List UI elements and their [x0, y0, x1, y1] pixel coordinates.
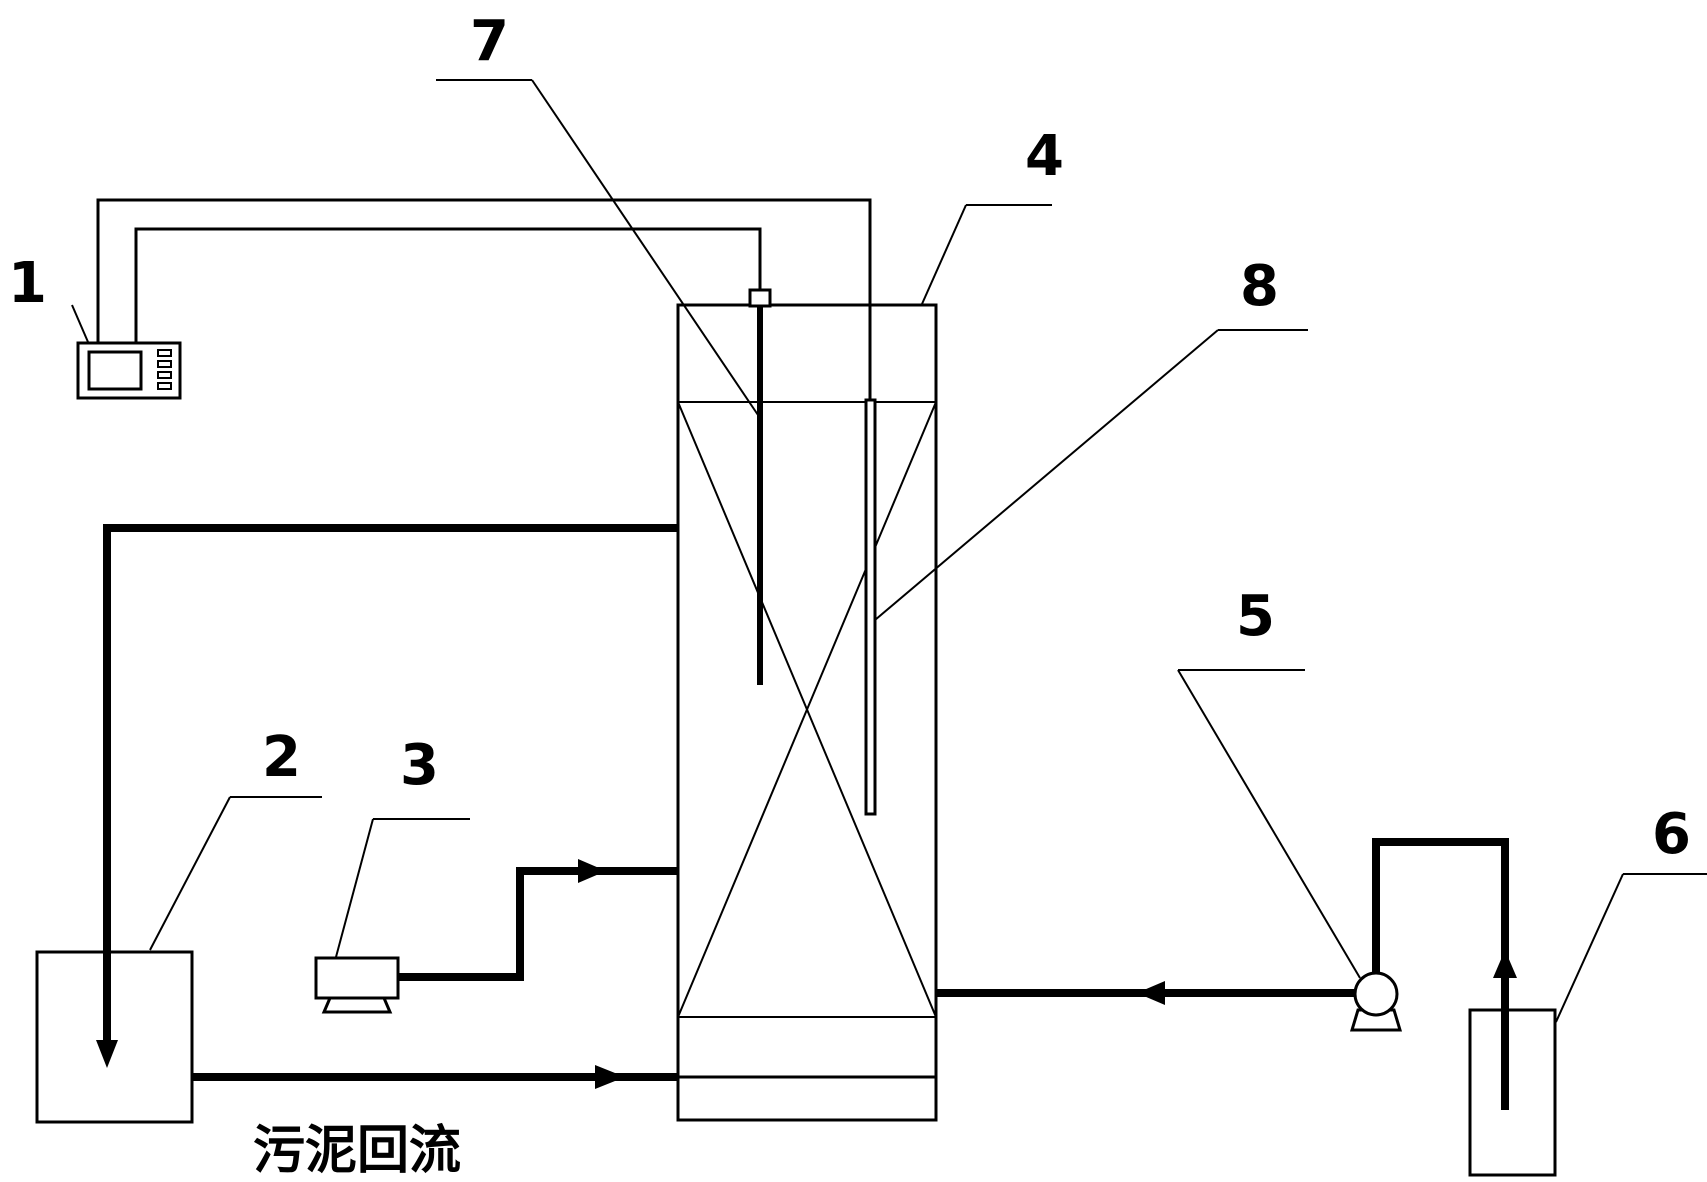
label-5: 5	[1236, 584, 1275, 649]
label-3: 3	[400, 733, 439, 798]
arrow-right-return	[595, 1065, 625, 1089]
label-1: 1	[8, 251, 47, 316]
label-2: 2	[262, 725, 301, 790]
flow-arrows	[96, 859, 1517, 1089]
label-7: 7	[470, 9, 509, 74]
feed-pump	[1349, 971, 1403, 1032]
controller-unit	[76, 341, 182, 400]
arrow-down	[96, 1040, 118, 1068]
reactor-column	[676, 303, 938, 1122]
label-6: 6	[1652, 802, 1691, 867]
leader-lines	[71, 79, 1707, 1023]
arrow-up-feed	[1493, 950, 1517, 978]
tube-probe	[864, 398, 877, 816]
sensor-probe	[748, 288, 772, 685]
pipes	[103, 524, 1509, 1110]
feed-tank	[1468, 1008, 1557, 1177]
control-wires	[96, 198, 872, 400]
number-labels: 1 2 3 4 5 6 7 8	[8, 9, 1691, 867]
arrow-left-feed	[1137, 981, 1165, 1005]
sludge-tank	[35, 950, 194, 1124]
arrow-right-air	[578, 859, 606, 883]
air-pump	[314, 956, 400, 1014]
sludge-return-caption: 污泥回流	[253, 1121, 461, 1181]
label-4: 4	[1025, 124, 1064, 189]
label-8: 8	[1240, 254, 1279, 319]
